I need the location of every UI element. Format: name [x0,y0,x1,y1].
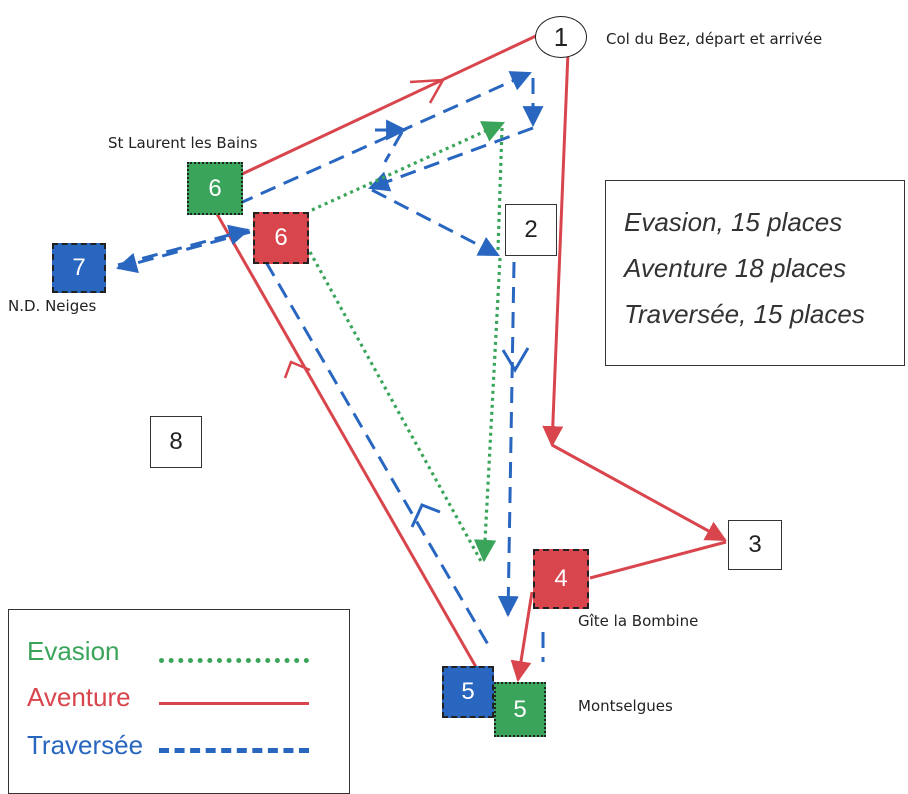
stage-2-box: 2 [505,204,557,256]
stage-8-box: 8 [150,416,202,468]
traversee-chevron-1 [501,347,530,373]
aventure-segment-5-6 [203,192,490,689]
traversee-segment-6-1 [237,71,532,206]
traversee-segment-6-5 [264,261,492,649]
st-laurent-red-box: 6 [253,212,309,264]
aventure-segment-1-6 [239,33,539,177]
legend-aventure-line [159,702,309,705]
montselgues-blue-box: 5 [442,666,494,718]
traversee-route [115,71,545,662]
aventure-segment-to-3 [551,443,727,542]
aventure-chevron-2 [283,360,311,379]
aventure-segment-4-5 [510,591,534,683]
evasion-segment-6-top [311,121,506,212]
legend: Evasion Aventure Traversée [8,609,350,794]
legend-aventure-label: Aventure [27,682,131,712]
capacity-traversee: Traversée, 15 places [624,299,865,329]
aventure-chevron-1 [409,78,446,104]
traversee-segment-top-diag [383,131,404,163]
traversee-chevron-2 [410,503,441,528]
montselgues-label: Montselgues [578,697,673,715]
col-du-bez-marker: 1 [535,16,587,58]
legend-evasion-label: Evasion [27,636,120,666]
evasion-segment-6-5 [308,251,484,564]
capacity-evasion: Evasion, 15 places [624,207,843,237]
col-du-bez-label: Col du Bez, départ et arrivée [606,30,823,48]
stage-3-box: 3 [728,520,782,570]
aventure-segment-1-down [542,51,570,448]
aventure-segment-4-3 [589,540,727,580]
traversee-segment-2-5 [497,261,519,618]
montselgues-green-box: 5 [494,682,546,737]
nd-neiges-label: N.D. Neiges [8,297,97,315]
evasion-segment-2-5 [473,257,502,563]
capacity-aventure: Aventure 18 places [624,253,847,283]
evasion-route [308,121,506,564]
legend-traversee-label: Traversée [27,730,144,760]
capacity-info-box: Evasion, 15 places Aventure 18 places Tr… [605,180,905,366]
legend-evasion-line [159,658,309,663]
nd-neiges-box: 7 [52,243,106,293]
evasion-segment-top-down [496,127,504,251]
traversee-segment-to-2 [371,188,500,257]
gite-bombine-label: Gîte la Bombine [578,612,699,630]
traversee-segment-7-6 [117,224,251,267]
legend-traversee-line [159,748,309,753]
traversee-segment-loop-back [368,126,534,192]
aventure-route [203,33,727,689]
st-laurent-label: St Laurent les Bains [108,134,258,152]
traversee-segment-6-7 [115,230,251,274]
gite-bombine-box: 4 [533,549,589,609]
st-laurent-green-box: 6 [187,162,243,215]
